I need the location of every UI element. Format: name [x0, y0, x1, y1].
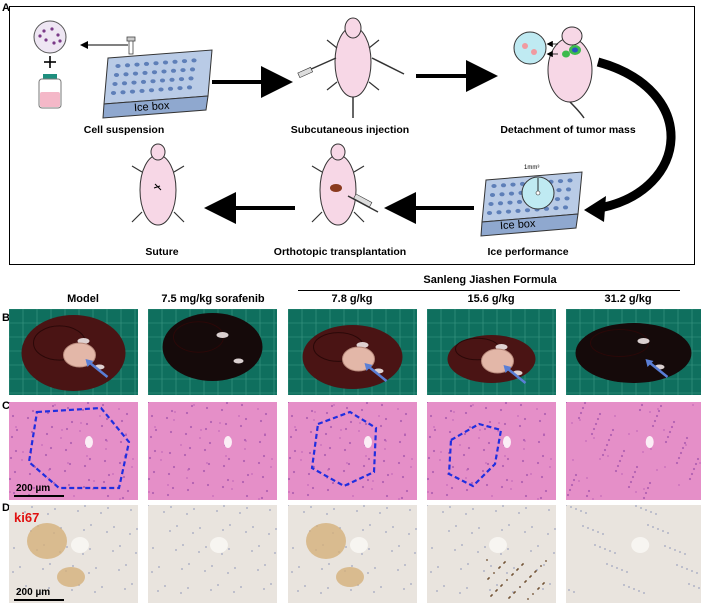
column-label-1: 7.5 mg/kg sorafenib	[161, 293, 265, 305]
volume-label: 1mm³	[524, 165, 540, 171]
panel-a-schematic	[33, 17, 676, 237]
curved-flow-arrow	[596, 57, 676, 213]
step-cell-suspension: Cell suspension	[83, 124, 165, 136]
mouse-tumor-illustration	[513, 26, 593, 119]
scalebar-c	[14, 495, 64, 497]
column-label-0: Model	[67, 293, 99, 305]
scalebar-d	[14, 599, 64, 601]
liver-photo-1	[148, 309, 277, 395]
mouse-subcutaneous-illustration	[297, 17, 405, 118]
scalebar-label-c: 200 µm	[16, 483, 51, 494]
ice-box-icon-2	[480, 171, 583, 237]
ice-box-label: Ice box	[133, 99, 170, 115]
column-label-4: 31.2 g/kg	[604, 293, 652, 305]
he-histology-2	[288, 402, 417, 500]
ki67-ihc-4	[566, 505, 701, 603]
column-label-2: 7.8 g/kg	[331, 293, 373, 305]
step-orthotopic: Orthotopic transplantation	[273, 246, 407, 258]
column-label-3: 15.6 g/kg	[467, 293, 515, 305]
panel-c-letter: C	[2, 400, 10, 412]
stain-label-ki67: ki67	[14, 510, 40, 525]
panel-d-letter: D	[2, 502, 10, 514]
step-suture: Suture	[145, 246, 179, 258]
mouse-suture-illustration	[131, 143, 185, 226]
panel-a-frame	[9, 6, 695, 265]
vial-icon	[38, 74, 62, 109]
he-histology-0	[9, 402, 138, 500]
step-ice-performance: Ice performance	[487, 246, 569, 258]
ki67-ihc-0	[9, 505, 138, 603]
step-subcutaneous-injection: Subcutaneous injection	[290, 124, 410, 136]
panel-a-letter: A	[2, 2, 10, 14]
liver-photo-3	[427, 309, 556, 395]
liver-photo-2	[288, 309, 417, 395]
ki67-ihc-3	[427, 505, 556, 603]
panel-b-letter: B	[2, 312, 10, 324]
ki67-ihc-2	[288, 505, 417, 603]
liver-photo-0	[9, 309, 138, 395]
group-header-line	[298, 290, 680, 291]
liver-photo-4	[566, 309, 701, 395]
group-header: Sanleng Jiashen Formula	[423, 274, 557, 286]
scalebar-label-d: 200 µm	[16, 587, 51, 598]
he-histology-3	[427, 402, 556, 500]
ki67-ihc-1	[148, 505, 277, 603]
petri-dish-icon	[33, 20, 67, 54]
pipette-icon	[126, 36, 136, 55]
he-histology-1	[148, 402, 277, 500]
ice-box-label-2: Ice box	[499, 217, 536, 233]
mouse-orthotopic-illustration	[311, 143, 379, 226]
step-detachment: Detachment of tumor mass	[500, 124, 636, 136]
plus-icon	[44, 56, 56, 68]
he-histology-4	[566, 402, 701, 500]
ice-box-icon	[102, 49, 213, 119]
